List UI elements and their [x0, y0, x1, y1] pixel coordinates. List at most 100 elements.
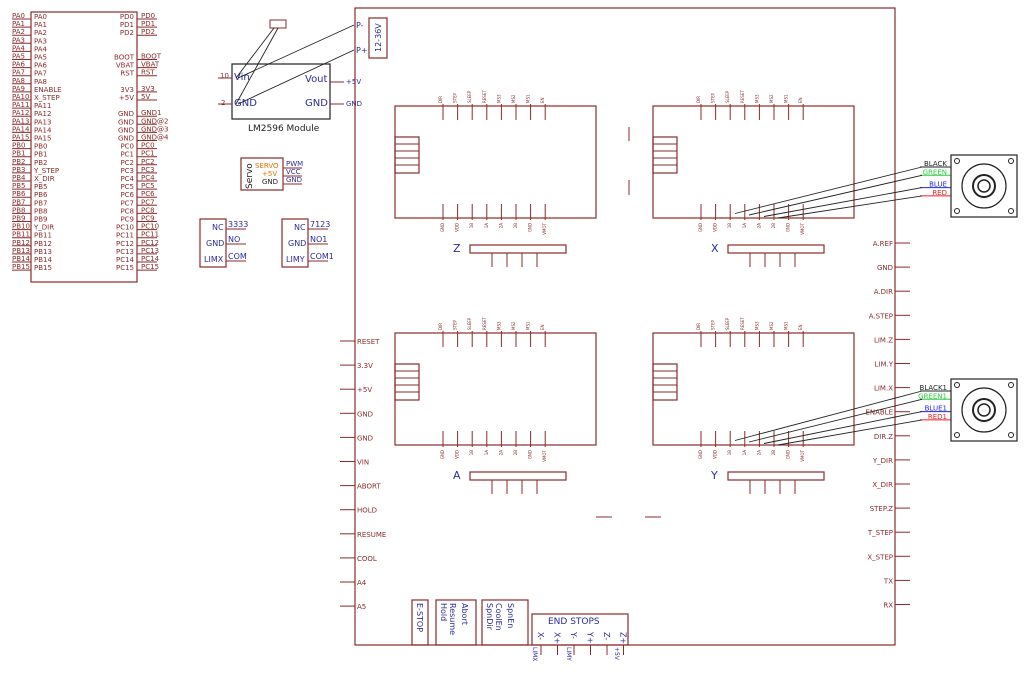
- servo-connector: Servo SERVO +5V GND PWM VCC GND: [240, 157, 303, 191]
- button-label[interactable]: Abort: [460, 603, 469, 625]
- lm2596-gnd-out: GND: [305, 98, 328, 109]
- driver-name: A: [453, 469, 461, 482]
- end-stop-pin: Z+: [619, 632, 628, 644]
- driver-top-pin: MS2: [511, 94, 516, 103]
- driver-top-pin: MS3: [754, 321, 759, 330]
- driver-top-pin: EN: [798, 324, 803, 330]
- motor-wire: [777, 195, 923, 219]
- mcu-right-inner: PC4: [120, 175, 134, 183]
- driver-bottom-pin: 2B: [513, 450, 518, 456]
- button-label[interactable]: SpnEn: [506, 603, 515, 628]
- mcu-left-inner: PB9: [34, 216, 47, 224]
- mcu-right-inner: PC15: [116, 264, 134, 272]
- motor-shaft: [977, 179, 991, 193]
- mcu-right-pin: PC8: [141, 206, 155, 214]
- mcu-right-pin: RST: [141, 69, 155, 77]
- mcu-left-pin: PB4: [12, 174, 26, 182]
- driver-bottom-pin: 1B: [469, 223, 474, 229]
- mcu-right-inner: GND: [118, 126, 134, 134]
- lm2596-pin-num-2: 2: [221, 99, 225, 107]
- driver-top-pin: RESET: [482, 317, 487, 330]
- driver-bottom-pin: 1B: [727, 223, 732, 229]
- mcu-right-pin: PC14: [141, 255, 160, 263]
- motor-screw-hole: [1008, 432, 1014, 438]
- mcu-left-pin: PA10: [12, 93, 29, 101]
- mcu-right-inner: PD1: [120, 21, 134, 29]
- mcu-left-inner: PB6: [34, 191, 48, 199]
- mcu-left-inner: PA7: [34, 70, 47, 78]
- end-stops-body: [531, 613, 629, 646]
- lm2596-module: Vin GND Vout GND LM2596 Module 10 2 +5V …: [218, 19, 362, 134]
- heatsink-icon: [652, 363, 678, 401]
- cnc-shield: 12-36V P- P+ RESET3.3V+5VGNDGNDVINABORTH…: [340, 7, 910, 661]
- mcu-right-pin: PD0: [141, 12, 155, 20]
- shield-left-pin: A5: [357, 603, 366, 611]
- driver-top-pin: RESET: [740, 317, 745, 330]
- driver-bottom-pin: VMOT: [542, 222, 547, 234]
- mcu-right-pin: PC5: [141, 182, 155, 190]
- shield-right-pins: A.REFGNDA.DIRA.STEPLIM.ZLIM.YLIM.XENABLE…: [865, 240, 910, 610]
- mcu-left-pin: PA2: [12, 28, 25, 36]
- switch-no: NO: [228, 235, 240, 244]
- driver-top-pin: MS1: [526, 94, 531, 103]
- driver-top-pin: RESET: [482, 90, 487, 103]
- motor-hub: [972, 398, 996, 422]
- jumper-header: [727, 471, 825, 481]
- driver-top-pin: STEP: [453, 92, 458, 103]
- switch-nc: NC: [294, 223, 306, 232]
- motor-wire-label: RED1: [928, 413, 947, 421]
- mcu-right-pin: PC7: [141, 198, 155, 206]
- input-wire: [235, 27, 279, 105]
- mcu-right-inner: PC0: [120, 143, 134, 151]
- mcu-right-inner: GND: [118, 110, 134, 118]
- mcu-left-inner: PA8: [34, 78, 47, 86]
- mcu-right-inner: PC11: [116, 232, 134, 240]
- mcu-left-pin: PA4: [12, 44, 26, 52]
- mcu-right-pin: PD1: [141, 20, 155, 28]
- mcu-left-pin: PA14: [12, 125, 30, 133]
- shield-right-pin: X_DIR: [872, 481, 893, 489]
- mcu-left-inner: Y_DIR: [33, 224, 54, 232]
- shield-left-pin: RESUME: [357, 531, 386, 539]
- motor-wire: [748, 174, 923, 216]
- shield-left-pin: +5V: [357, 386, 372, 394]
- driver-top-pin: MS2: [769, 94, 774, 103]
- lm2596-out-5v: +5V: [346, 78, 361, 86]
- shield-right-pin: LIM.Y: [874, 361, 893, 369]
- input-wire: [237, 49, 355, 105]
- mcu-right-pin: GND@3: [141, 125, 169, 133]
- driver-body: [652, 105, 855, 219]
- driver-top-pin: SLEEP: [467, 317, 472, 330]
- jumper-header: [727, 244, 825, 254]
- mcu-right-pin: GND@2: [141, 117, 169, 125]
- mcu-left-inner: PB1: [34, 151, 47, 159]
- switch-body: [281, 218, 309, 268]
- mcu-right-pin: GND1: [141, 109, 162, 117]
- motor-screw-hole: [1008, 382, 1014, 388]
- motor-flange: [961, 163, 1007, 209]
- end-stop-under-label: +5V: [613, 647, 620, 661]
- button-label[interactable]: Hold: [439, 603, 448, 621]
- motor-flange: [961, 387, 1007, 433]
- shield-left-pin: 3.3V: [357, 362, 373, 370]
- driver-top-pin: RESET: [740, 90, 745, 103]
- mcu-left-pin: PA8: [12, 77, 25, 85]
- driver-bottom-pin: 2B: [771, 223, 776, 229]
- button-label[interactable]: SpnDir: [485, 603, 494, 631]
- shield-right-pin: Y_DIR: [872, 457, 893, 465]
- driver-bottom-pin: VDD: [455, 223, 460, 232]
- mcu-left-pin: PB2: [12, 158, 25, 166]
- mcu-right-inner: +5V: [119, 94, 134, 102]
- motor-wire-label: BLUE1: [925, 405, 947, 413]
- mcu-right-inner: GND: [118, 135, 134, 143]
- lm2596-body: [231, 63, 331, 120]
- switch-num: 3333: [228, 220, 248, 229]
- button-label[interactable]: Resume: [448, 603, 457, 635]
- button-label[interactable]: E-STOP: [415, 603, 424, 632]
- motor-screw-hole: [954, 208, 960, 214]
- mcu-right-inner: GND: [118, 118, 134, 126]
- mcu-left-pin: PB14: [12, 255, 30, 263]
- button-label[interactable]: CoolEn: [494, 603, 503, 631]
